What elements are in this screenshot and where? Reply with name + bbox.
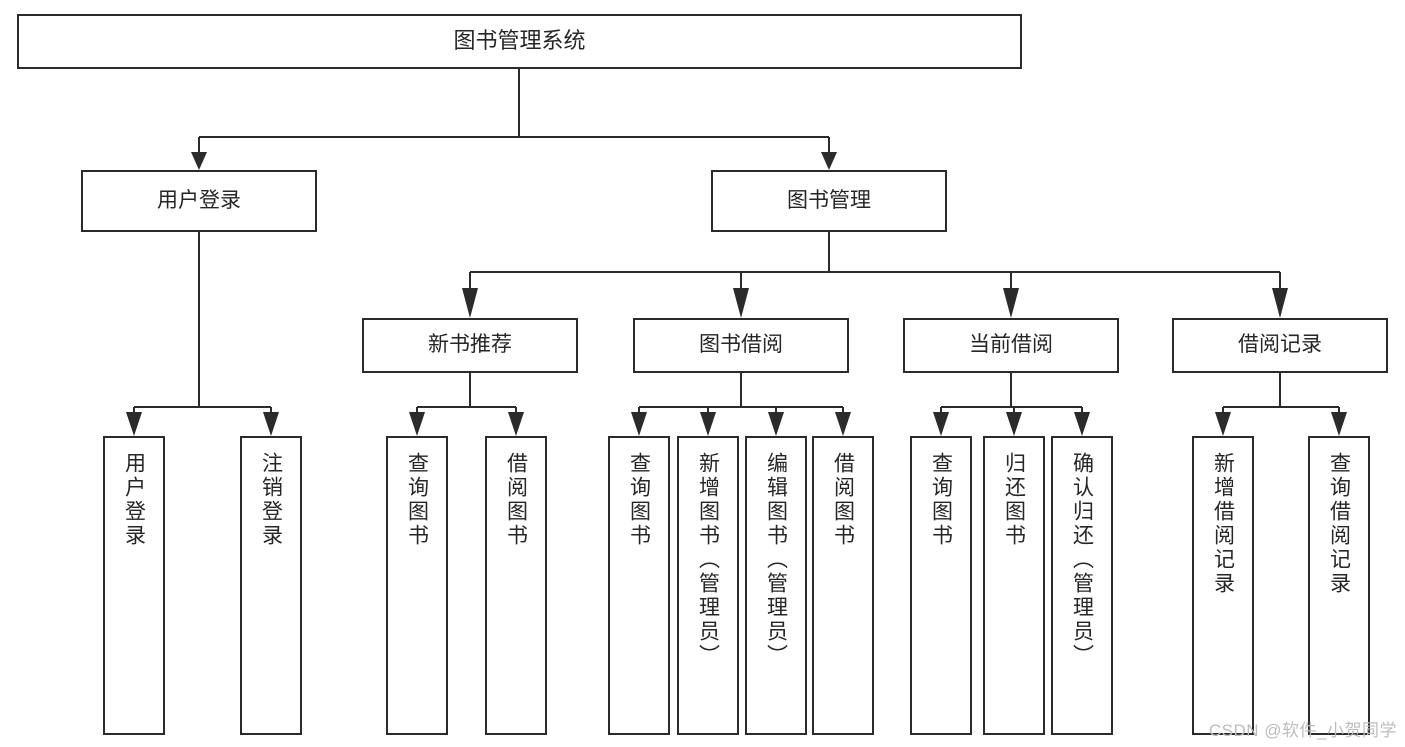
arrow-leaf-return-book bbox=[1006, 412, 1022, 436]
node-leaf-edit-book[interactable]: 编辑图书（管理员） bbox=[745, 436, 807, 735]
csdn-watermark: CSDN @软件_小贺同学 bbox=[1208, 721, 1397, 740]
node-leaf-label: 编辑图书（管理员） bbox=[764, 452, 788, 668]
node-leaf-label: 查询借阅记录 bbox=[1327, 452, 1351, 596]
node-leaf-label: 归还图书 bbox=[1002, 452, 1026, 548]
node-leaf-query-book-cur[interactable]: 查询图书 bbox=[910, 436, 972, 735]
node-leaf-user-login[interactable]: 用户登录 bbox=[103, 436, 165, 735]
arrow-leaf-query-book bbox=[631, 412, 647, 436]
node-user-login-label: 用户登录 bbox=[157, 188, 241, 212]
arrow-book-manage bbox=[821, 152, 837, 170]
arrow-book-borrow bbox=[733, 288, 749, 318]
arrow-leaf-query-borrow-rec bbox=[1331, 412, 1347, 436]
node-leaf-borrow-book[interactable]: 借阅图书 bbox=[812, 436, 874, 735]
node-book-borrow-label: 图书借阅 bbox=[699, 333, 783, 357]
node-leaf-label: 查询图书 bbox=[929, 452, 953, 548]
node-leaf-query-book-rec[interactable]: 查询图书 bbox=[386, 436, 448, 735]
node-leaf-label: 确认归还（管理员） bbox=[1070, 452, 1094, 668]
arrow-leaf-add-borrow-rec bbox=[1215, 412, 1231, 436]
arrow-current-borrow bbox=[1003, 288, 1019, 318]
node-root[interactable]: 图书管理系统 bbox=[17, 14, 1022, 69]
node-leaf-label: 查询图书 bbox=[405, 452, 429, 548]
arrow-leaf-user-login bbox=[126, 412, 142, 436]
arrow-leaf-query-book-cur bbox=[933, 412, 949, 436]
node-current-borrow-label: 当前借阅 bbox=[969, 333, 1053, 357]
node-leaf-label: 借阅图书 bbox=[504, 452, 528, 548]
node-book-manage-label: 图书管理 bbox=[787, 188, 871, 212]
node-user-login[interactable]: 用户登录 bbox=[81, 170, 317, 232]
node-leaf-label: 查询图书 bbox=[627, 452, 651, 548]
node-leaf-query-borrow-rec[interactable]: 查询借阅记录 bbox=[1308, 436, 1370, 735]
node-leaf-confirm-return[interactable]: 确认归还（管理员） bbox=[1051, 436, 1113, 735]
node-borrow-record-label: 借阅记录 bbox=[1238, 333, 1322, 357]
arrow-leaf-confirm-return bbox=[1074, 412, 1090, 436]
arrow-leaf-borrow-book-rec bbox=[508, 412, 524, 436]
node-book-manage[interactable]: 图书管理 bbox=[711, 170, 947, 232]
node-leaf-borrow-book-rec[interactable]: 借阅图书 bbox=[485, 436, 547, 735]
arrow-leaf-query-book-rec bbox=[409, 412, 425, 436]
node-root-label: 图书管理系统 bbox=[453, 28, 586, 54]
node-leaf-user-logout[interactable]: 注销登录 bbox=[240, 436, 302, 735]
node-current-borrow[interactable]: 当前借阅 bbox=[903, 318, 1119, 373]
arrow-leaf-edit-book bbox=[768, 412, 784, 436]
node-new-book-rec-label: 新书推荐 bbox=[428, 333, 512, 357]
arrow-borrow-record bbox=[1272, 288, 1288, 318]
node-new-book-rec[interactable]: 新书推荐 bbox=[362, 318, 578, 373]
node-leaf-label: 用户登录 bbox=[122, 452, 146, 548]
node-leaf-return-book[interactable]: 归还图书 bbox=[983, 436, 1045, 735]
node-leaf-query-book[interactable]: 查询图书 bbox=[608, 436, 670, 735]
node-leaf-label: 新增借阅记录 bbox=[1211, 452, 1235, 596]
node-borrow-record[interactable]: 借阅记录 bbox=[1172, 318, 1388, 373]
arrow-leaf-add-book bbox=[700, 412, 716, 436]
node-leaf-add-borrow-rec[interactable]: 新增借阅记录 bbox=[1192, 436, 1254, 735]
node-leaf-label: 新增图书（管理员） bbox=[696, 452, 720, 668]
arrow-new-book-rec bbox=[462, 288, 478, 318]
node-leaf-label: 借阅图书 bbox=[831, 452, 855, 548]
node-leaf-label: 注销登录 bbox=[259, 452, 283, 548]
arrow-leaf-borrow-book bbox=[835, 412, 851, 436]
arrow-user-login bbox=[191, 152, 207, 170]
node-book-borrow[interactable]: 图书借阅 bbox=[633, 318, 849, 373]
node-leaf-add-book[interactable]: 新增图书（管理员） bbox=[677, 436, 739, 735]
arrow-leaf-user-logout bbox=[263, 412, 279, 436]
